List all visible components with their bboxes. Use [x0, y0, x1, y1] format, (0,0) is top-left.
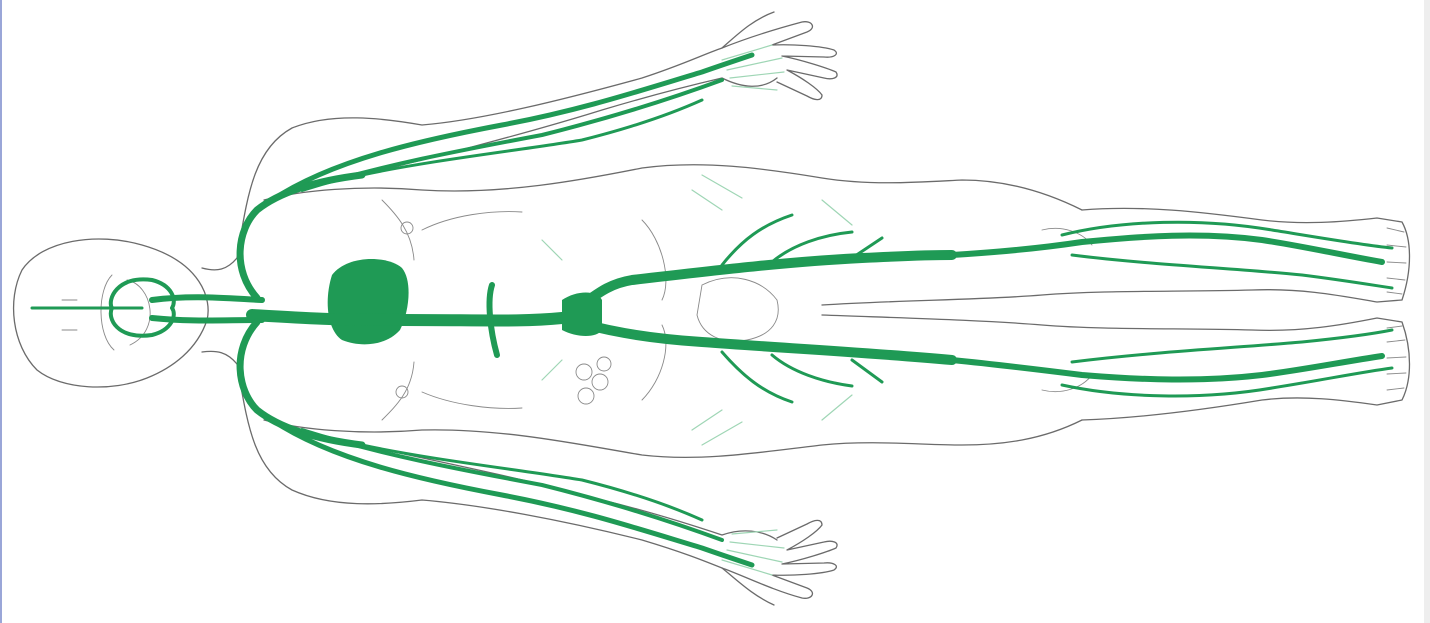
top-hand-vessels: [722, 45, 784, 90]
top-leg-vessel-3: [1072, 255, 1392, 288]
bottom-thigh-branches: [722, 352, 882, 402]
top-arm-outline: [237, 12, 777, 258]
chest-detail: [382, 200, 666, 420]
neck-outline: [202, 258, 237, 364]
intestine-loop: [597, 357, 611, 371]
intestine-loop: [576, 364, 592, 380]
abdominal-vessel-lower: [562, 318, 952, 360]
abdominal-vessel-upper: [562, 255, 952, 318]
bottom-femoral-vessel: [952, 356, 1382, 380]
face-outline: [62, 275, 150, 350]
heart: [328, 259, 409, 344]
main-trunk-vessel: [252, 315, 562, 321]
bottom-arm-outline: [237, 364, 777, 605]
small-node: [396, 386, 408, 398]
kidney-block: [562, 293, 602, 337]
intestine-loop: [592, 374, 608, 390]
right-edge-strip: [1424, 0, 1430, 623]
pelvis-outline: [697, 278, 778, 341]
vessel-network: [32, 45, 1392, 575]
top-femoral-vessel: [952, 236, 1382, 262]
bottom-leg-vessel-3: [1072, 330, 1392, 362]
bottom-hand-vessels: [722, 530, 784, 575]
bottom-foot-toes: [1387, 326, 1406, 390]
bottom-leg-vessel-2: [1062, 368, 1392, 396]
knee-detail: [1042, 228, 1092, 391]
intestine-loop: [578, 388, 594, 404]
top-foot-toes: [1387, 228, 1406, 294]
body-outline: [14, 12, 1410, 605]
